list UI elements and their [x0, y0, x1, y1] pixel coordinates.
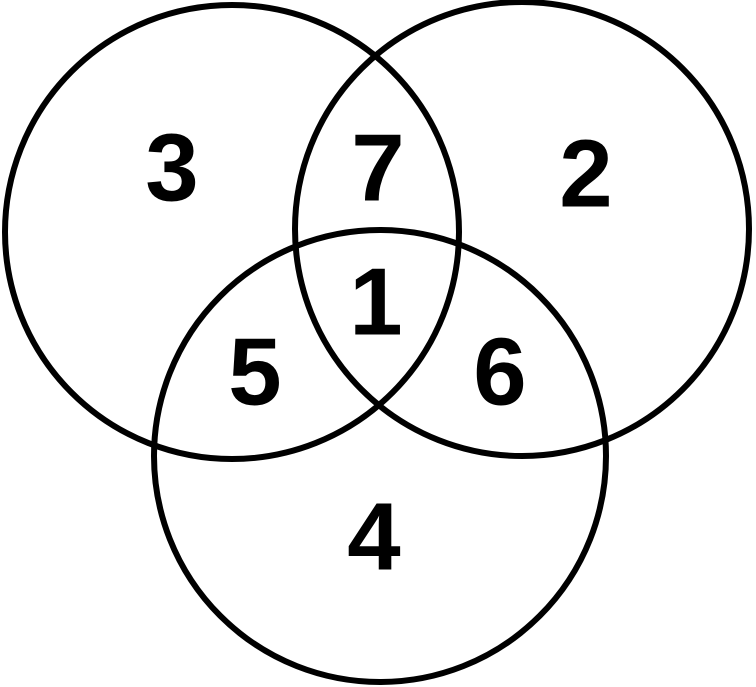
region-bottom-only-label: 4 [347, 484, 400, 591]
region-right-only-label: 2 [559, 121, 612, 228]
bottom-circle [151, 227, 609, 685]
region-left-only-label: 3 [145, 115, 198, 222]
region-all-three-label: 1 [349, 249, 402, 356]
region-left-right-label: 7 [351, 115, 404, 222]
region-right-bottom-label: 6 [473, 319, 526, 426]
right-circle [292, 0, 752, 459]
left-circle [2, 2, 462, 462]
region-left-bottom-label: 5 [228, 319, 281, 426]
